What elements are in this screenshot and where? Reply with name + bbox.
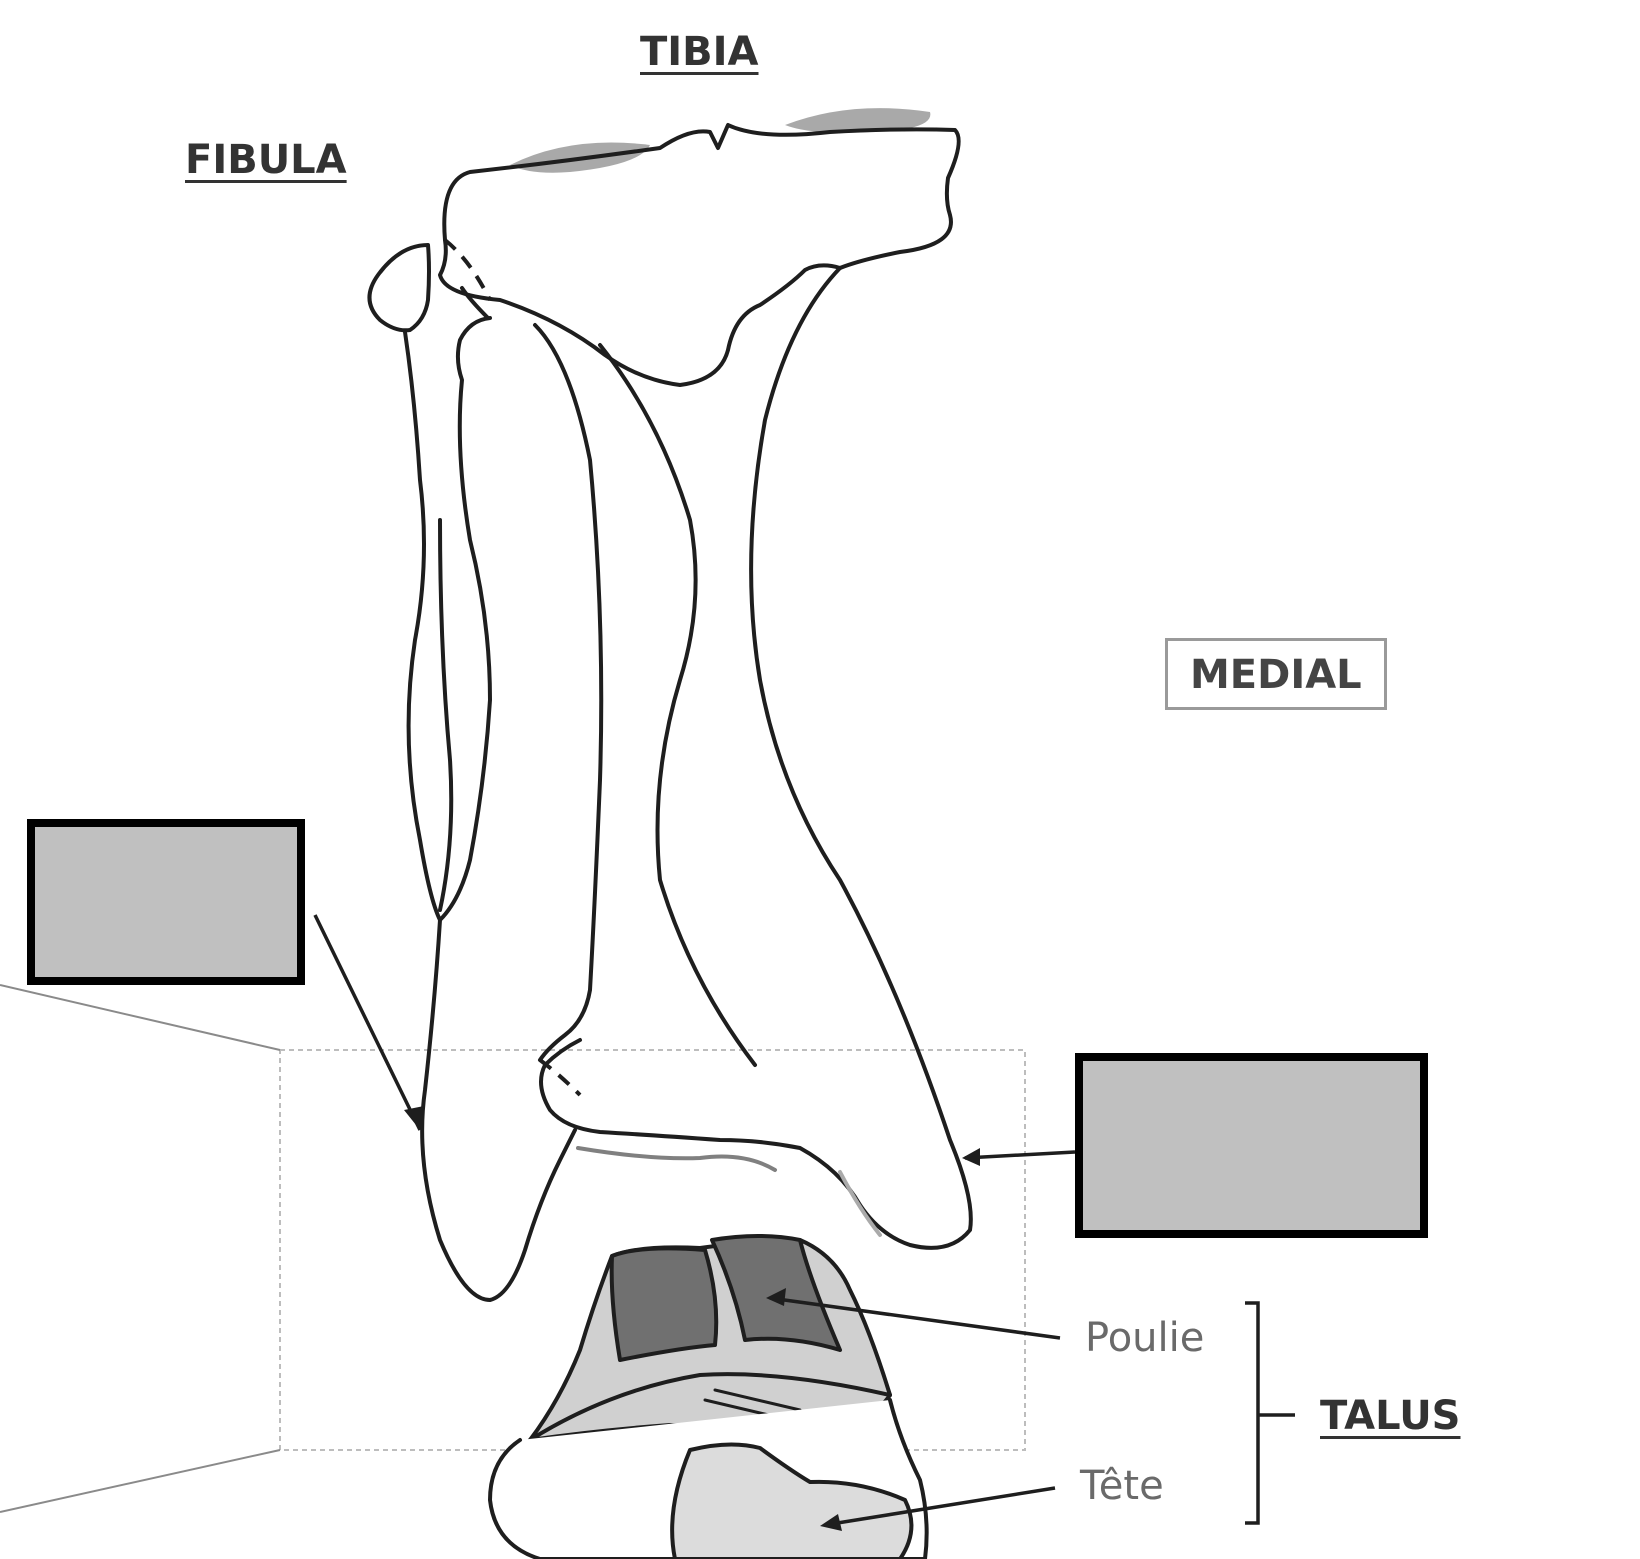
- leader-lines: [313, 914, 1295, 1527]
- poulie-label: Poulie: [1085, 1315, 1205, 1361]
- talar-head: [670, 1442, 914, 1559]
- fibula-bone: [367, 243, 577, 1302]
- trochlea-groove: [609, 1246, 719, 1362]
- tibia-dashed-line: [443, 238, 582, 1097]
- tete-label: Tête: [1080, 1463, 1164, 1509]
- medial-label: MEDIAL: [1165, 638, 1387, 710]
- tibia-label: TIBIA: [640, 29, 759, 75]
- medial-malleolus-answer-box[interactable]: [1075, 1053, 1428, 1238]
- lateral-malleolus-answer-box[interactable]: [27, 819, 305, 985]
- arrow-heads: [404, 1106, 980, 1531]
- talus-bone: [488, 1234, 929, 1559]
- tibia-bone: [438, 123, 973, 1250]
- zoom-guide: [0, 984, 1026, 1513]
- talus-label: TALUS: [1320, 1393, 1461, 1439]
- fibula-label: FIBULA: [185, 137, 347, 183]
